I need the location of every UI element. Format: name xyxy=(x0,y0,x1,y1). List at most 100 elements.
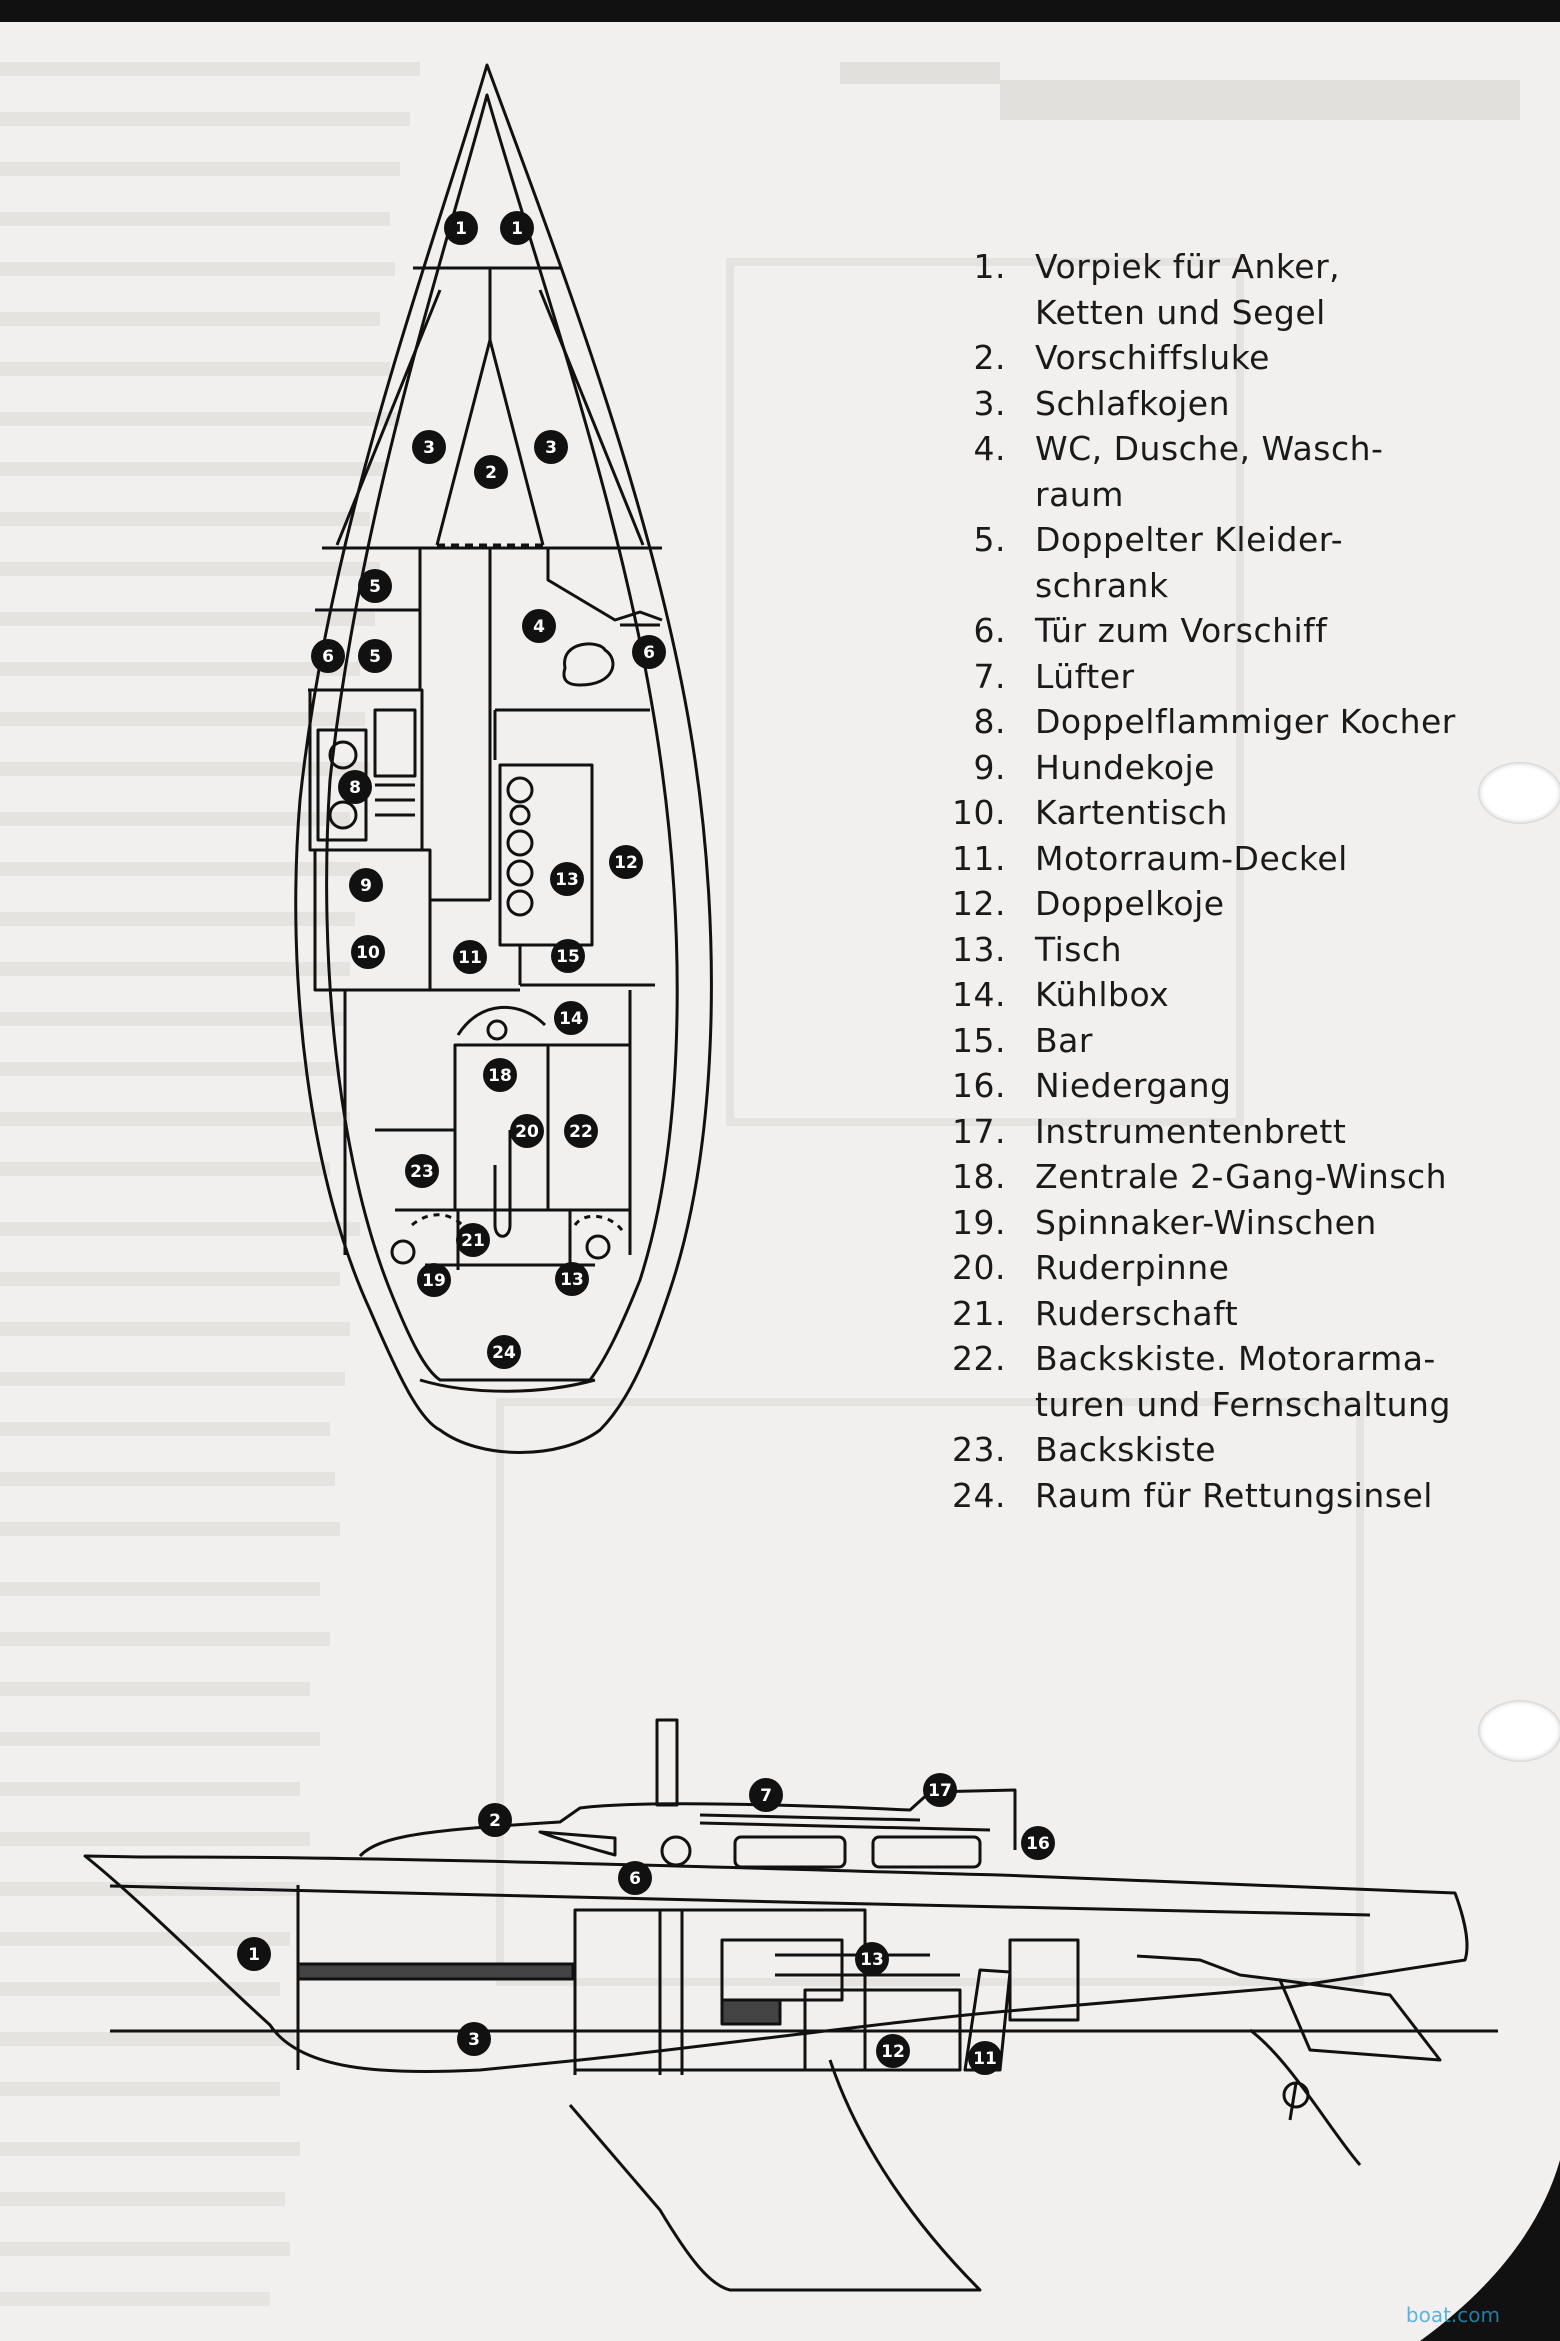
svg-text:11: 11 xyxy=(973,2049,997,2069)
svg-text:6: 6 xyxy=(322,647,334,667)
legend-item: 23. Backskiste xyxy=(940,1427,1500,1473)
legend-text: Lüfter xyxy=(1035,656,1135,696)
legend-item: 21. Ruderschaft xyxy=(940,1291,1500,1337)
svg-text:13: 13 xyxy=(860,1950,884,1970)
legend-number: 1. xyxy=(973,247,1006,286)
legend-item: 8.Doppelflammiger Kocher xyxy=(940,699,1500,745)
plan-marker: 5 xyxy=(358,639,392,673)
legend-text: Ruderschaft xyxy=(1035,1293,1239,1333)
svg-text:10: 10 xyxy=(356,943,380,963)
legend-text: Schlafkojen xyxy=(1035,383,1231,423)
svg-text:14: 14 xyxy=(559,1009,583,1029)
legend-text: Tür zum Vorschiff xyxy=(1035,611,1328,650)
svg-text:18: 18 xyxy=(488,1066,512,1086)
profile-marker: 6 xyxy=(618,1861,652,1895)
plan-marker: 18 xyxy=(483,1058,517,1092)
svg-text:16: 16 xyxy=(1026,1834,1050,1854)
legend-text: raum xyxy=(1035,474,1124,514)
profile-marker: 1 xyxy=(237,1937,271,1971)
plan-marker: 10 xyxy=(351,935,385,969)
legend-item: 15. Bar xyxy=(940,1018,1500,1064)
watermark-text: boat.com xyxy=(1405,2303,1500,2327)
plan-marker: 12 xyxy=(609,845,643,879)
plan-marker: 8 xyxy=(338,770,372,804)
plan-marker: 13 xyxy=(555,1262,589,1296)
binder-hole xyxy=(1478,1700,1560,1762)
legend-number: 6. xyxy=(973,611,1006,650)
legend-number: 22. xyxy=(952,1339,1006,1378)
legend-item: 11.Motorraum-Deckel xyxy=(940,836,1500,882)
plan-marker: 5 xyxy=(358,569,392,603)
legend-item: 22.Backskiste. Motorarma-turen und Ferns… xyxy=(940,1336,1500,1427)
plan-marker: 19 xyxy=(417,1263,451,1297)
legend-number: 4. xyxy=(973,429,1006,468)
legend-number: 20. xyxy=(952,1248,1006,1287)
svg-text:12: 12 xyxy=(614,853,638,873)
legend-item: 19.Spinnaker-Winschen xyxy=(940,1200,1500,1246)
plan-marker: 3 xyxy=(534,430,568,464)
legend-text: Instrumentenbrett xyxy=(1035,1111,1347,1151)
legend-number: 7. xyxy=(973,656,1006,696)
plan-marker: 1 xyxy=(444,211,478,245)
legend-text: Ketten und Segel xyxy=(1035,292,1326,332)
legend-text: Doppelter Kleider- xyxy=(1035,520,1344,559)
svg-text:5: 5 xyxy=(369,577,381,597)
legend-number: 24. xyxy=(952,1475,1006,1515)
legend-number: 11. xyxy=(952,838,1006,878)
svg-text:22: 22 xyxy=(569,1122,593,1142)
profile-marker: 17 xyxy=(923,1773,957,1807)
svg-text:3: 3 xyxy=(423,438,435,458)
plan-marker: 24 xyxy=(487,1335,521,1369)
plan-marker: 2 xyxy=(474,455,508,489)
legend-text: Backskiste xyxy=(1035,1430,1217,1469)
plan-marker: 23 xyxy=(405,1154,439,1188)
legend-text: Kartentisch xyxy=(1035,793,1228,832)
plan-marker: 20 xyxy=(510,1114,544,1148)
legend-text: Hundekoje xyxy=(1035,747,1215,787)
legend-number: 21. xyxy=(952,1293,1006,1333)
legend-text: Bar xyxy=(1035,1020,1093,1060)
svg-text:5: 5 xyxy=(369,647,381,667)
legend-number: 23. xyxy=(952,1430,1006,1469)
corner-decoration xyxy=(1420,2160,1560,2341)
svg-text:13: 13 xyxy=(560,1270,584,1290)
legend-number: 15. xyxy=(952,1020,1006,1060)
svg-text:19: 19 xyxy=(422,1271,446,1291)
legend-number: 18. xyxy=(952,1157,1006,1196)
legend-item: 5.Doppelter Kleider-schrank xyxy=(940,517,1500,608)
svg-text:23: 23 xyxy=(410,1162,434,1182)
svg-text:6: 6 xyxy=(629,1869,641,1889)
legend-number: 13. xyxy=(952,929,1006,969)
legend-item: 24. Raum für Rettungsinsel xyxy=(940,1473,1500,1519)
legend-text: Raum für Rettungsinsel xyxy=(1035,1475,1433,1515)
svg-text:2: 2 xyxy=(489,1811,501,1831)
legend-number: 10. xyxy=(952,793,1006,832)
svg-text:3: 3 xyxy=(545,438,557,458)
svg-text:9: 9 xyxy=(360,876,372,896)
plan-marker: 11 xyxy=(453,940,487,974)
profile-marker: 2 xyxy=(478,1803,512,1837)
plan-view xyxy=(294,63,713,1454)
legend-number: 3. xyxy=(973,383,1006,423)
legend-item: 17.Instrumentenbrett xyxy=(940,1109,1500,1155)
legend-text: Zentrale 2-Gang-Winsch xyxy=(1035,1157,1448,1196)
legend-item: 13.Tisch xyxy=(940,927,1500,973)
plan-marker: 15 xyxy=(551,939,585,973)
legend-item: 9.Hundekoje xyxy=(940,745,1500,791)
svg-text:1: 1 xyxy=(455,219,467,239)
top-border-bar xyxy=(0,0,1560,22)
legend-item: 2.Vorschiffsluke xyxy=(940,335,1500,381)
svg-text:7: 7 xyxy=(760,1786,772,1806)
legend-text: Doppelflammiger Kocher xyxy=(1035,702,1456,741)
plan-marker: 6 xyxy=(311,639,345,673)
svg-text:6: 6 xyxy=(643,643,655,663)
profile-marker: 11 xyxy=(968,2041,1002,2075)
svg-text:12: 12 xyxy=(881,2042,905,2062)
legend-number: 12. xyxy=(952,884,1006,923)
legend-item: 7. Lüfter xyxy=(940,654,1500,700)
svg-text:13: 13 xyxy=(555,870,579,890)
legend-text: Vorschiffsluke xyxy=(1035,338,1270,377)
profile-marker: 7 xyxy=(749,1778,783,1812)
profile-marker: 3 xyxy=(457,2022,491,2056)
